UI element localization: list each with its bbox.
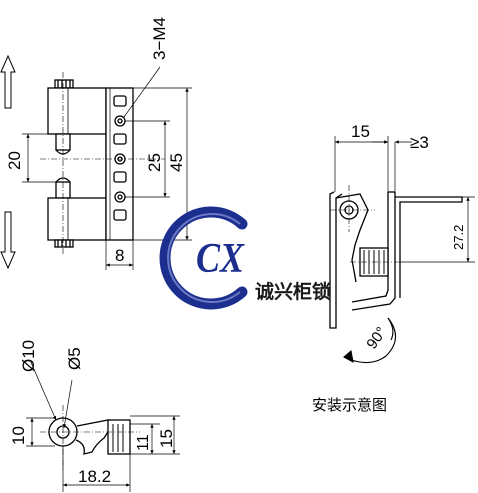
dim-height-right: 15 bbox=[157, 429, 176, 448]
dim-height-mid: 11 bbox=[135, 434, 152, 451]
rotation-arrow-icon bbox=[343, 317, 397, 364]
dim-install-height: 27.2 bbox=[451, 225, 466, 250]
arrow-down-icon bbox=[0, 211, 16, 270]
side-center-lines bbox=[40, 405, 140, 470]
dim-overall-height: 45 bbox=[167, 153, 186, 172]
dim-length: 18.2 bbox=[78, 467, 111, 486]
install-caption: 安装示意图 bbox=[312, 396, 387, 414]
hinge-front-view bbox=[47, 79, 134, 248]
hole-thread-label: 3−M4 bbox=[150, 17, 169, 60]
rotation-label: 90° bbox=[363, 324, 390, 352]
install-center-lines bbox=[330, 185, 400, 263]
dim-hole-pitch: 25 bbox=[145, 153, 164, 172]
install-view bbox=[329, 191, 463, 329]
dim-pin-span: 20 bbox=[5, 151, 24, 170]
front-view-dimensions bbox=[22, 66, 192, 270]
cx-logo: CX 诚兴柜锁 bbox=[159, 206, 331, 310]
hinge-side-view bbox=[48, 417, 131, 455]
logo-monogram: CX bbox=[196, 236, 245, 282]
dim-depth: 15 bbox=[351, 122, 370, 141]
dim-height-left: 10 bbox=[9, 426, 28, 445]
dim-outer-diameter: Ø10 bbox=[19, 340, 38, 372]
logo-ring bbox=[159, 206, 248, 310]
logo-brand-text: 诚兴柜锁 bbox=[255, 280, 331, 303]
dim-inner-diameter: Ø5 bbox=[65, 347, 84, 370]
arrow-up-icon bbox=[0, 54, 16, 109]
dim-gap: ≥3 bbox=[410, 133, 429, 152]
dim-plate-width: 8 bbox=[115, 246, 124, 265]
side-view-dimensions bbox=[26, 359, 180, 492]
center-lines bbox=[40, 72, 165, 255]
install-view-dimensions bbox=[334, 136, 475, 263]
